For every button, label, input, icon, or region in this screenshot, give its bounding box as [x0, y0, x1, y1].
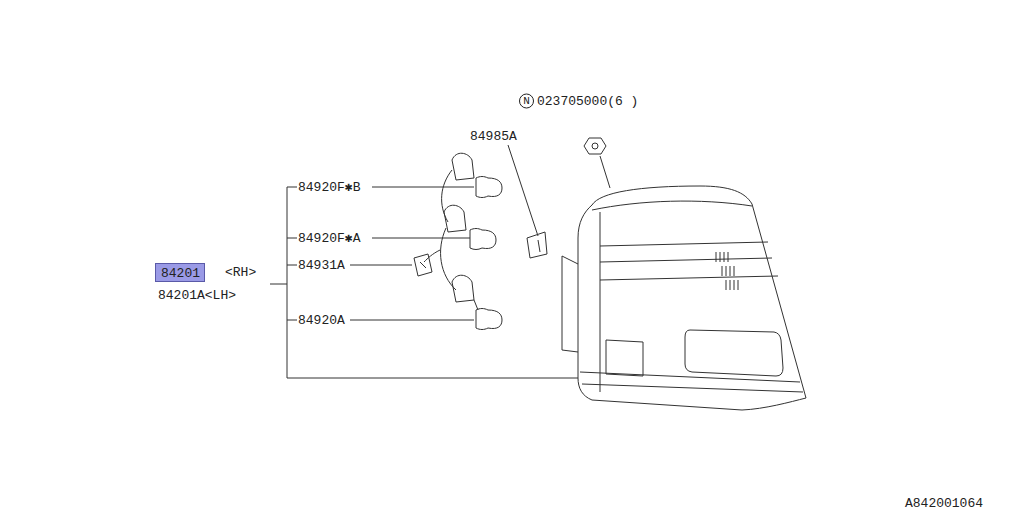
leader-line [508, 145, 538, 236]
lamp-line [600, 212, 601, 392]
nut-hole [592, 143, 598, 149]
part-number: 84985A [470, 130, 517, 143]
wire [424, 170, 456, 290]
lamp-edge [562, 256, 578, 352]
leader-line [600, 156, 610, 188]
leader-line [350, 187, 474, 320]
clip-part [527, 232, 547, 258]
reflector [606, 340, 643, 376]
hatch [716, 252, 738, 290]
part-number: 84920A [298, 314, 345, 327]
part-number: 84201A<LH> [158, 289, 236, 302]
part-number: 84920F✱A [298, 232, 360, 245]
part-number: 84920F✱B [298, 181, 360, 194]
lamp-band [580, 372, 803, 392]
lamp-line [592, 201, 752, 210]
bulb-socket [444, 153, 502, 329]
reflector [685, 330, 783, 376]
connector-part [414, 254, 432, 276]
lamp-band [600, 242, 778, 280]
lamp-housing [578, 186, 806, 410]
figure-code: A842001064 [905, 497, 983, 510]
part-number: <RH> [225, 266, 256, 279]
part-number: N [519, 94, 534, 109]
part-number: 023705000(6 ) [537, 95, 638, 108]
bracket-line [287, 187, 578, 378]
highlighted-part: 84201 [155, 263, 205, 282]
part-number: 84201 [161, 267, 199, 280]
nut-symbol [584, 138, 606, 154]
bracket-ticks [270, 187, 297, 320]
part-number: 84931A [298, 259, 345, 272]
